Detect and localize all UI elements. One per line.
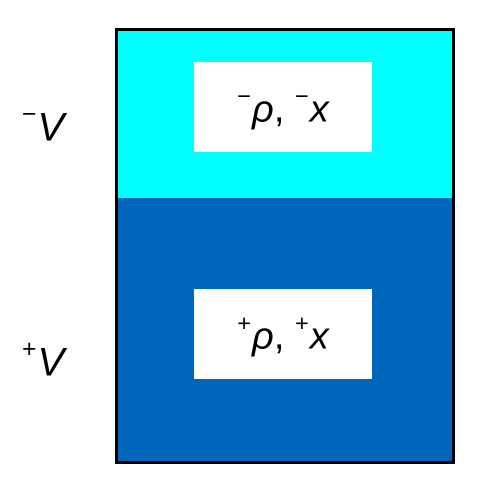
top-voltage-label: −V	[22, 101, 65, 150]
top-property-box: −ρ, −x	[194, 62, 372, 152]
top-region: −ρ, −x	[118, 31, 452, 198]
top-rho-sign: −	[237, 83, 252, 110]
bottom-voltage-symbol: V	[37, 340, 65, 385]
top-x-symbol: x	[309, 88, 329, 131]
bottom-region: +ρ, +x	[118, 198, 452, 461]
top-rho-symbol: ρ	[252, 88, 274, 131]
top-x-sign: −	[294, 83, 309, 110]
layered-block: −ρ, −x +ρ, +x	[115, 28, 455, 464]
top-voltage-sign: −	[22, 101, 37, 128]
bottom-property-text: +ρ, +x	[237, 310, 329, 358]
bottom-voltage-label: +V	[22, 336, 65, 385]
top-voltage-symbol: V	[37, 105, 65, 150]
bottom-rho-sign: +	[237, 310, 252, 337]
bottom-voltage-sign: +	[22, 336, 37, 363]
top-separator: ,	[273, 88, 295, 131]
bottom-x-symbol: x	[309, 315, 329, 358]
bottom-rho-symbol: ρ	[252, 315, 274, 358]
bottom-property-box: +ρ, +x	[194, 289, 372, 379]
bottom-separator: ,	[273, 315, 295, 358]
top-property-text: −ρ, −x	[237, 83, 329, 131]
bottom-x-sign: +	[294, 310, 309, 337]
